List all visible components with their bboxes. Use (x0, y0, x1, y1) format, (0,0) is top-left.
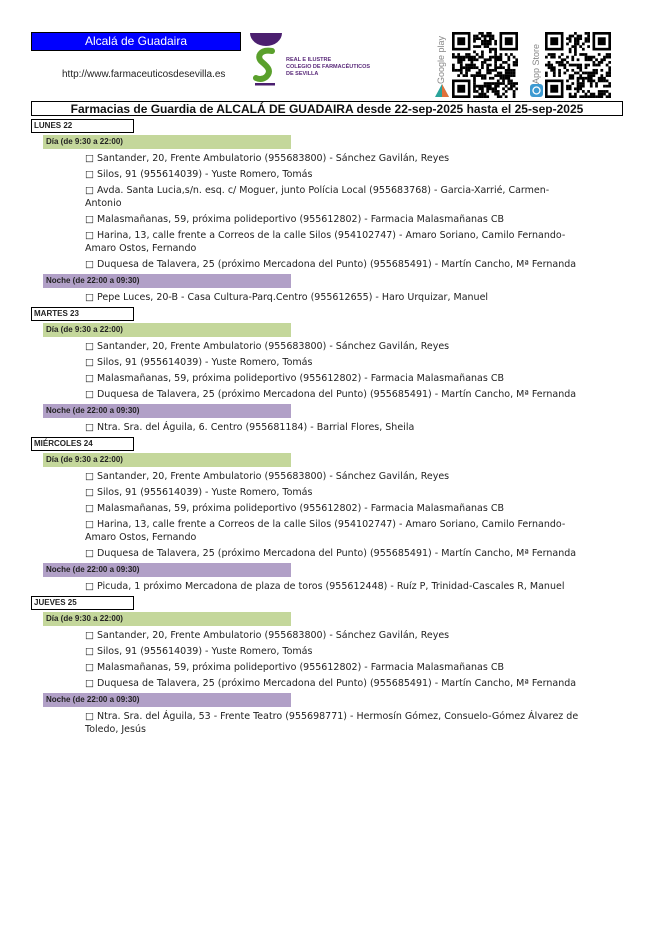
day-section: MIÉRCOLES 24 Día (de 9:30 a 22:00) □ Sant… (31, 437, 631, 593)
night-shift-header: Noche (de 22:00 a 09:30) (43, 404, 291, 418)
day-section: LUNES 22 Día (de 9:30 a 22:00) □ Santande… (31, 119, 631, 304)
pharmacy-entry: □ Harina, 13, calle frente a Correos de … (85, 230, 566, 254)
app-store-icon (530, 84, 543, 97)
pharmacy-entry: □ Silos, 91 (955614039) - Yuste Romero, … (85, 487, 313, 498)
pharmacy-entry: □ Harina, 13, calle frente a Correos de … (85, 519, 566, 543)
night-shift-header: Noche (de 22:00 a 09:30) (43, 563, 291, 577)
pharmacy-entry: □ Silos, 91 (955614039) - Yuste Romero, … (85, 169, 313, 180)
schedule-list: LUNES 22 Día (de 9:30 a 22:00) □ Santande… (31, 119, 631, 739)
pharmacy-entry: □ Avda. Santa Lucia,s/n. esq. c/ Moguer,… (85, 185, 550, 209)
day-header: JUEVES 25 (31, 596, 134, 610)
college-logo-icon (250, 33, 282, 86)
pharmacy-entry: □ Ntra. Sra. del Águila, 6. Centro (9556… (85, 422, 415, 433)
night-shift-header: Noche (de 22:00 a 09:30) (43, 274, 291, 288)
pharmacy-entry: □ Malasmañanas, 59, próxima polideportiv… (85, 373, 504, 384)
website-link[interactable]: http://www.farmaceuticosdesevilla.es (62, 69, 226, 80)
day-shift-header: Día (de 9:30 a 22:00) (43, 453, 291, 467)
day-shift-header: Día (de 9:30 a 22:00) (43, 135, 291, 149)
day-section: JUEVES 25 Día (de 9:30 a 22:00) □ Santand… (31, 596, 631, 736)
pharmacy-entry: □ Silos, 91 (955614039) - Yuste Romero, … (85, 646, 313, 657)
logo-text-line: COLEGIO DE FARMACÉUTICOS (286, 64, 371, 70)
pharmacy-entry: □ Duquesa de Talavera, 25 (próximo Merca… (85, 548, 577, 559)
day-section: MARTES 23 Día (de 9:30 a 22:00) □ Santand… (31, 307, 631, 434)
day-header: LUNES 22 (31, 119, 134, 133)
day-header: MARTES 23 (31, 307, 134, 321)
pharmacy-entry: □ Santander, 20, Frente Ambulatorio (955… (85, 341, 450, 352)
pharmacy-entry: □ Malasmañanas, 59, próxima polideportiv… (85, 214, 504, 225)
pharmacy-entry: □ Malasmañanas, 59, próxima polideportiv… (85, 503, 504, 514)
page-title: Farmacias de Guardia de ALCALÁ DE GUADAI… (31, 101, 623, 116)
day-shift-header: Día (de 9:30 a 22:00) (43, 323, 291, 337)
logo-text-line: REAL E ILUSTRE (286, 57, 332, 63)
pharmacy-entry: □ Duquesa de Talavera, 25 (próximo Merca… (85, 678, 577, 689)
pharmacy-entry: □ Ntra. Sra. del Águila, 53 - Frente Tea… (85, 711, 579, 735)
google-play-label: Google play (436, 35, 446, 84)
pharmacy-entry: □ Santander, 20, Frente Ambulatorio (955… (85, 153, 450, 164)
pharmacy-entry: □ Pepe Luces, 20-B - Casa Cultura-Parq.C… (85, 292, 489, 303)
pharmacy-entry: □ Santander, 20, Frente Ambulatorio (955… (85, 471, 450, 482)
google-play-icon (435, 84, 449, 97)
app-store-qr-code[interactable] (545, 32, 611, 98)
day-shift-header: Día (de 9:30 a 22:00) (43, 612, 291, 626)
pharmacy-entry: □ Santander, 20, Frente Ambulatorio (955… (85, 630, 450, 641)
pharmacy-entry: □ Duquesa de Talavera, 25 (próximo Merca… (85, 389, 577, 400)
day-header: MIÉRCOLES 24 (31, 437, 134, 451)
night-shift-header: Noche (de 22:00 a 09:30) (43, 693, 291, 707)
logo-text-line: DE SEVILLA (286, 71, 319, 77)
pharmacy-entry: □ Malasmañanas, 59, próxima polideportiv… (85, 662, 504, 673)
google-play-qr-code[interactable] (452, 32, 518, 98)
app-store-label: App Store (531, 43, 541, 84)
pharmacy-entry: □ Silos, 91 (955614039) - Yuste Romero, … (85, 357, 313, 368)
pharmacy-entry: □ Picuda, 1 próximo Mercadona de plaza d… (85, 581, 565, 592)
pharmacy-entry: □ Duquesa de Talavera, 25 (próximo Merca… (85, 259, 577, 270)
college-name: REAL E ILUSTRE COLEGIO DE FARMACÉUTICOS … (286, 57, 370, 78)
city-label: Alcalá de Guadaira (31, 32, 241, 51)
